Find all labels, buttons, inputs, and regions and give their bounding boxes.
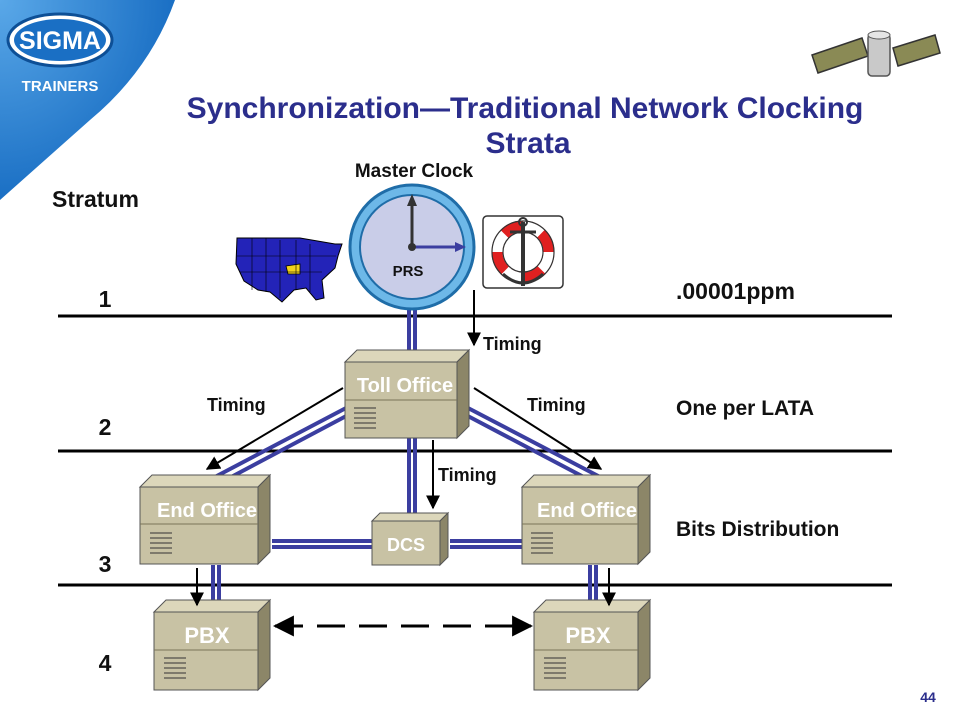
stratum-number-2: 2: [99, 414, 112, 440]
stratum-number-1: 1: [99, 286, 112, 312]
pbx-left-node: PBX: [152, 598, 272, 692]
dcs-node: DCS: [370, 511, 450, 567]
page-title-line2: Strata: [485, 127, 570, 160]
anchor-lifebuoy-icon: [482, 215, 564, 289]
end-office-right-label: End Office: [537, 500, 637, 522]
timing-arrows: [190, 290, 616, 637]
page-number: 44: [920, 689, 936, 705]
stratum-number-3: 3: [99, 551, 112, 577]
end-office-left-node: End Office: [138, 473, 272, 566]
link-toll-endleft: [212, 406, 347, 480]
page-title-line1: Synchronization—Traditional Network Cloc…: [187, 92, 864, 125]
link-toll-endright-2: [463, 412, 598, 486]
timing-arrow-toll-right: [473, 387, 603, 470]
clock-icon: PRS: [348, 183, 476, 311]
timing-label-toll-dcs: Timing: [438, 465, 497, 485]
us-map-icon: [235, 237, 343, 303]
pbx-right-label: PBX: [565, 623, 611, 648]
stratum-desc-2: One per LATA: [676, 397, 814, 420]
stratum-number-4: 4: [99, 650, 112, 676]
toll-office-node: Toll Office: [343, 348, 471, 440]
link-toll-endright: [467, 406, 603, 480]
end-office-right-node: End Office: [520, 473, 652, 566]
timing-label-toll-left: Timing: [207, 395, 266, 415]
link-toll-endleft-2: [217, 412, 351, 486]
logo: SIGMA TRAINERS: [0, 0, 175, 200]
timing-arrow-toll-left: [205, 387, 344, 470]
pbx-right-node: PBX: [532, 598, 652, 692]
timing-label-toll-right: Timing: [527, 395, 586, 415]
end-office-left-label: End Office: [157, 500, 257, 522]
logo-brand: SIGMA: [19, 27, 101, 55]
stratum-desc-3: Bits Distribution: [676, 518, 839, 541]
prs-label: PRS: [393, 263, 424, 280]
master-clock-label: Master Clock: [355, 161, 474, 182]
satellite-icon: [811, 30, 941, 77]
logo-tagline: TRAINERS: [22, 78, 99, 95]
logo-badge-inner: [14, 19, 106, 61]
stratum-heading: Stratum: [52, 186, 139, 212]
timing-label-prs-toll: Timing: [483, 334, 542, 354]
pbx-left-label: PBX: [184, 623, 230, 648]
dcs-label: DCS: [387, 535, 425, 555]
toll-office-label: Toll Office: [357, 375, 453, 397]
stratum-desc-1: .00001ppm: [676, 278, 795, 304]
